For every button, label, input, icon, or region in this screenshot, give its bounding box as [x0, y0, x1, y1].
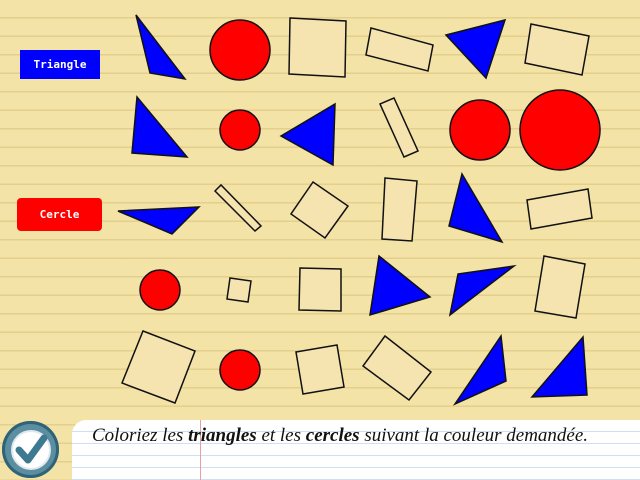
square-shape[interactable]	[121, 330, 196, 404]
instruction-triangles: triangles	[188, 425, 257, 446]
circle-shape[interactable]	[209, 19, 271, 81]
instruction-text: Coloriez les triangles et les cercles su…	[92, 424, 620, 447]
rectangle-shape[interactable]	[379, 97, 419, 158]
instruction-part1: Coloriez les	[92, 425, 189, 446]
instruction-part3: suivant la couleur demandée.	[359, 425, 589, 446]
circle-shape[interactable]	[219, 109, 261, 151]
circle-shape[interactable]	[139, 269, 181, 311]
square-shape[interactable]	[295, 344, 345, 395]
triangle-shape[interactable]	[135, 14, 187, 81]
square-shape[interactable]	[288, 17, 347, 78]
rectangle-shape[interactable]	[526, 188, 593, 230]
rectangle-shape[interactable]	[213, 183, 263, 233]
triangle-shape[interactable]	[448, 264, 517, 317]
triangle-color-button[interactable]: Triangle	[20, 50, 100, 79]
triangle-shape[interactable]	[131, 95, 189, 158]
triangle-shape[interactable]	[279, 102, 336, 167]
validate-button[interactable]	[2, 421, 59, 478]
square-shape[interactable]	[226, 277, 252, 303]
square-shape[interactable]	[289, 180, 350, 240]
circle-shape[interactable]	[449, 99, 511, 161]
cercle-color-button[interactable]: Cercle	[17, 198, 102, 231]
triangle-shape[interactable]	[448, 172, 504, 244]
rectangle-shape[interactable]	[524, 23, 590, 76]
instruction-cercles: cercles	[305, 425, 360, 446]
checkmark-icon	[10, 429, 51, 470]
rectangle-shape[interactable]	[365, 27, 434, 72]
triangle-shape[interactable]	[444, 18, 507, 80]
circle-shape[interactable]	[219, 349, 261, 391]
triangle-shape[interactable]	[369, 254, 432, 317]
instruction-panel: Coloriez les triangles et les cercles su…	[72, 420, 640, 480]
triangle-shape[interactable]	[117, 206, 201, 235]
triangle-shape[interactable]	[452, 333, 507, 406]
square-shape[interactable]	[298, 267, 342, 312]
square-shape[interactable]	[361, 334, 433, 402]
circle-shape[interactable]	[519, 89, 601, 171]
instruction-part2: et les	[256, 425, 306, 446]
rectangle-shape[interactable]	[381, 177, 418, 242]
rectangle-shape[interactable]	[534, 255, 586, 319]
triangle-shape[interactable]	[530, 335, 588, 398]
